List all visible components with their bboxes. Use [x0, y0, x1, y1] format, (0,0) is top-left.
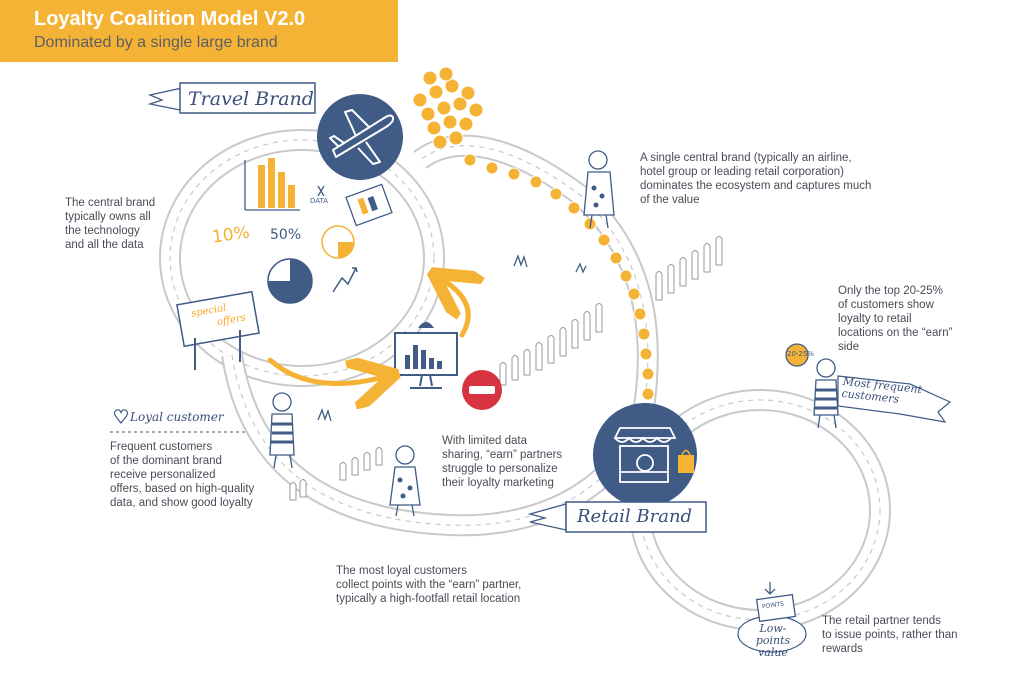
fifty-percent-label: 50% — [270, 227, 302, 243]
person-earn-bottom — [389, 445, 421, 517]
monitor-icon — [394, 322, 458, 389]
retail-brand-node — [593, 403, 697, 507]
note-central-brand: A single central brand (typically an air… — [640, 152, 872, 206]
data-return-arrow — [446, 282, 468, 338]
retail-brand-banner — [527, 501, 707, 533]
offer-arrow — [267, 360, 380, 384]
data-arrows-icon — [317, 185, 325, 197]
trend-arrow-icon — [332, 267, 358, 293]
fence — [289, 236, 723, 501]
bar-chart-icon — [244, 158, 300, 211]
airplane-icon — [329, 109, 395, 165]
page-title: Loyalty Coalition Model V2.0 — [34, 8, 306, 30]
retail-brand-label: Retail Brand — [577, 506, 693, 527]
data-label: DATA — [310, 197, 329, 205]
most-frequent-ribbon — [837, 375, 952, 423]
heart-icon — [113, 409, 129, 424]
pie-chart-icon — [267, 225, 355, 304]
coin-stream — [412, 66, 655, 401]
person-earn-top — [583, 150, 615, 229]
loyal-customer-label: Loyal customer — [130, 410, 224, 424]
grass-tuft — [317, 408, 332, 422]
grass-tuft — [513, 254, 587, 274]
shopping-bag-icon — [678, 449, 694, 473]
data-chart-icon — [345, 183, 393, 227]
tag-2025-label: 20-25% — [787, 350, 814, 358]
travel-brand-label: Travel Brand — [188, 88, 314, 110]
page-subtitle: Dominated by a single large brand — [34, 34, 278, 51]
title-banner: Loyalty Coalition Model V2.0 Dominated b… — [0, 0, 398, 62]
travel-brand-banner — [147, 82, 316, 114]
person-frequent — [785, 343, 839, 429]
shop-icon — [613, 427, 677, 483]
points-card — [755, 582, 797, 623]
travel-brand-node — [317, 94, 403, 180]
special-offers-board — [176, 290, 260, 370]
person-loyal — [269, 392, 295, 469]
no-entry-icon — [462, 370, 502, 410]
